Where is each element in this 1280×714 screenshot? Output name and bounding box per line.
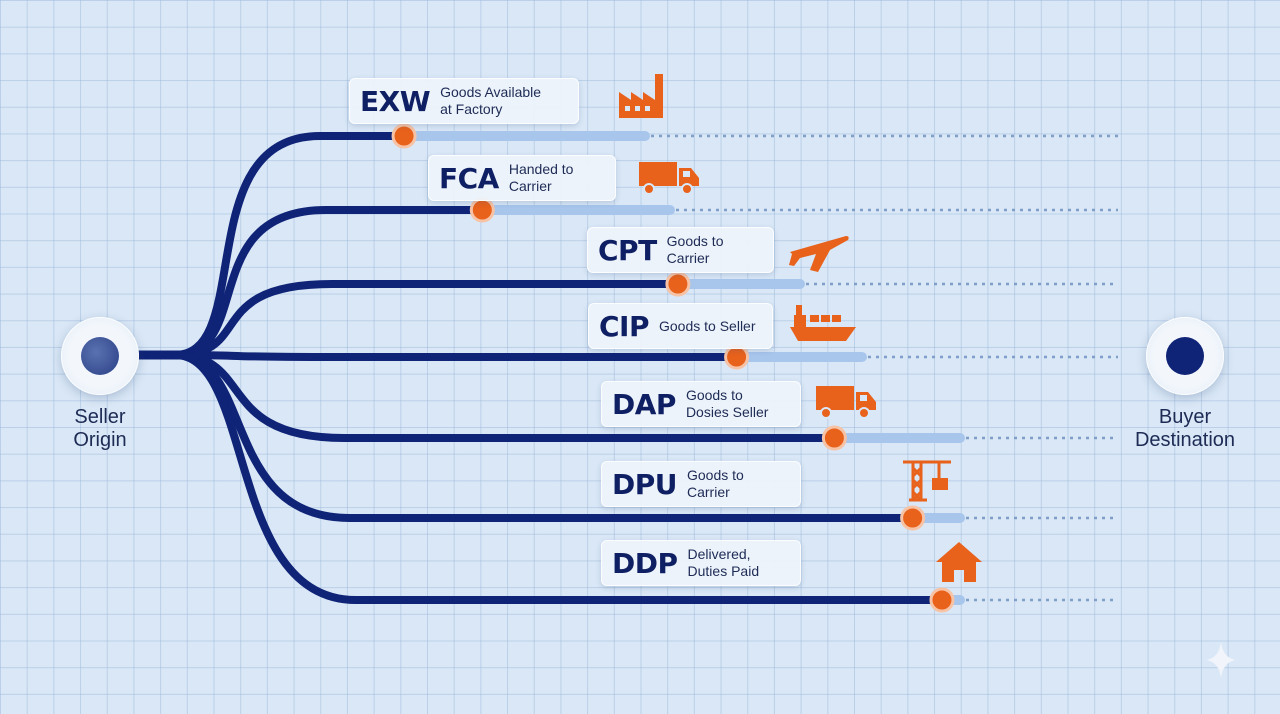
seller-origin-label: Seller Origin [73,406,127,451]
seller-origin-node [61,317,139,395]
transfer-point-exw [391,123,417,149]
term-card-dpu: DPU Goods to Carrier [601,461,801,507]
term-code: CIP [599,309,650,343]
term-card-cpt: CPT Goods to Carrier [587,227,774,273]
transfer-point-dpu [900,505,926,531]
term-card-dap: DAP Goods to Dosies Seller [601,381,801,427]
term-description: Delivered, Duties Paid [687,546,760,579]
term-code: DAP [612,387,676,421]
term-code: DDP [612,546,678,580]
ship-icon [790,305,856,341]
term-card-fca: FCA Handed to Carrier [428,155,616,201]
term-card-cip: CIP Goods to Seller [588,303,773,349]
dotted-route-layer [651,134,1118,602]
buyer-destination-node [1146,317,1224,395]
factory-icon [619,74,663,118]
route-exw [171,132,409,359]
route-ddp [171,351,946,604]
transfer-point-dap [821,425,847,451]
route-cip [171,351,741,361]
buyer-destination-label: Buyer Destination [1134,406,1236,451]
house-icon [936,542,982,582]
transfer-point-cpt [665,271,691,297]
term-code: CPT [598,233,657,267]
term-description: Goods Available at Factory [440,84,542,117]
route-layer [130,132,946,604]
term-card-ddp: DDP Delivered, Duties Paid [601,540,801,586]
term-code: EXW [360,84,431,118]
sparkle-icon [1206,642,1236,678]
transfer-point-cip [724,344,750,370]
buyer-destination-dot [1166,337,1204,375]
truck-icon [816,386,876,419]
truck-icon [639,162,699,195]
transfer-point-ddp [929,587,955,613]
term-description: Goods to Carrier [687,467,744,500]
seller-origin-dot [81,337,119,375]
crane-icon [903,460,951,502]
term-description: Goods to Carrier [666,233,724,266]
term-description: Handed to Carrier [508,161,574,194]
term-code: FCA [439,161,499,195]
term-card-exw: EXW Goods Available at Factory [349,78,579,124]
airplane-icon [789,236,849,272]
transfer-point-fca [469,197,495,223]
term-description: Goods to Dosies Seller [685,387,769,420]
transfer-marker-layer [391,123,955,613]
term-description: Goods to Seller [659,317,756,334]
term-code: DPU [612,467,678,501]
